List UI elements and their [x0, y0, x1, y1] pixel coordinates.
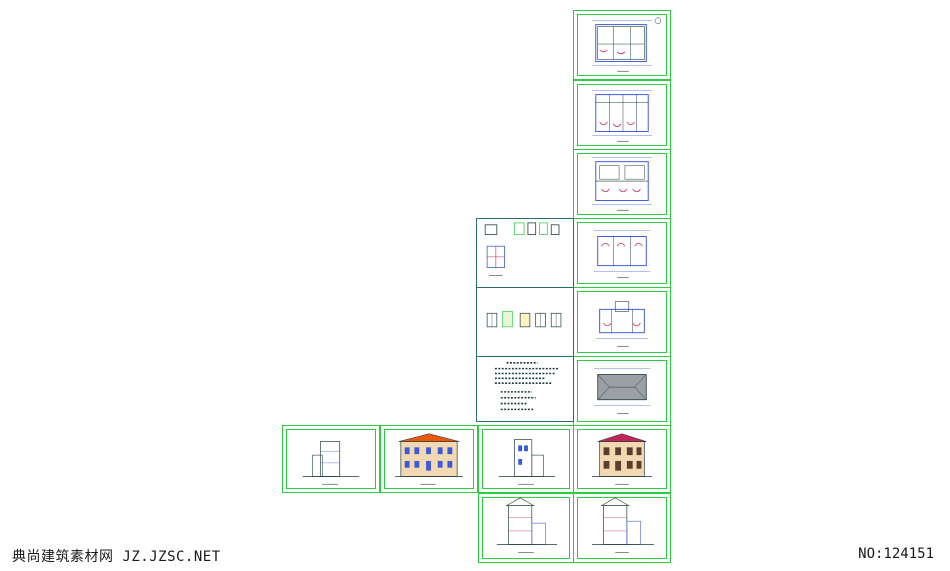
drawing-sheet-details[interactable] — [476, 218, 574, 288]
drawing-sheet-roof-plan[interactable] — [573, 356, 671, 426]
design-notes-drawing — [494, 362, 559, 411]
roof-plan-drawing — [593, 368, 651, 414]
drawing-sheet-section-1[interactable] — [478, 493, 574, 563]
elevation-drawing — [498, 439, 556, 485]
drawing-sheet-elevation-1[interactable] — [282, 425, 380, 493]
floor-plan-drawing — [595, 301, 649, 347]
elevation-drawing — [591, 433, 653, 485]
section-drawing — [591, 497, 655, 553]
drawing-sheet-floor-plan-1[interactable] — [573, 10, 671, 80]
elevation-drawing — [395, 433, 463, 485]
drawing-sheet-floor-plan-3[interactable] — [573, 149, 671, 219]
detail-drawing — [484, 222, 560, 276]
drawing-sheet-door-window[interactable] — [476, 287, 574, 357]
drawing-sheet-floor-plan-2[interactable] — [573, 80, 671, 150]
floor-plan-drawing — [593, 230, 651, 278]
door-window-drawing — [486, 310, 562, 328]
elevation-drawing — [302, 441, 360, 485]
drawing-sheet-notes[interactable] — [476, 356, 574, 422]
floor-plan-drawing — [591, 90, 653, 142]
drawing-sheet-floor-plan-5[interactable] — [573, 287, 671, 357]
drawing-sheet-elevation-2[interactable] — [380, 425, 478, 493]
drawing-sheet-elevation-4[interactable] — [573, 425, 671, 493]
section-drawing — [496, 497, 558, 553]
floor-plan-drawing — [591, 17, 662, 72]
drawing-sheet-floor-plan-4[interactable] — [573, 218, 671, 288]
site-watermark: 典尚建筑素材网 JZ.JZSC.NET — [12, 549, 221, 565]
serial-number: NO:124151 — [858, 546, 934, 562]
drawing-sheet-elevation-3[interactable] — [478, 425, 574, 493]
floor-plan-drawing — [591, 157, 653, 211]
drawing-sheet-section-2[interactable] — [573, 493, 671, 563]
